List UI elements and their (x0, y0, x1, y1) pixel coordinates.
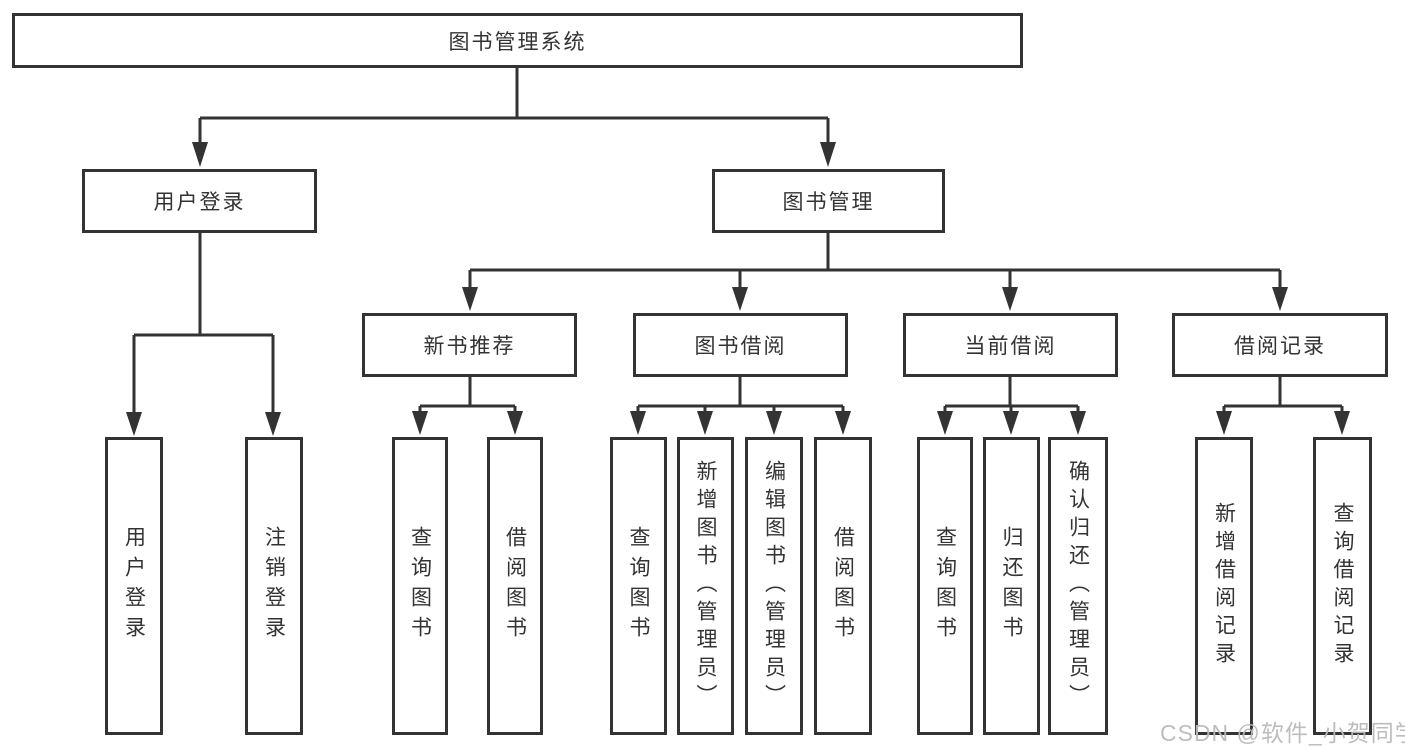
node-label: 当前借阅 (964, 335, 1057, 358)
node-label: 查询图书 (933, 526, 957, 646)
node-query-books-current: 查询图书 (917, 437, 973, 735)
csdn-watermark: CSDN @软件_小贺同学 (1160, 720, 1405, 746)
node-label: 用户登录 (122, 526, 146, 646)
node-label: 新增借阅记录 (1212, 502, 1236, 670)
node-borrow-books-recommend: 借阅图书 (487, 437, 543, 735)
node-label: 借阅图书 (503, 526, 527, 646)
node-add-borrow-record: 新增借阅记录 (1195, 437, 1253, 735)
node-return-books: 归还图书 (983, 437, 1040, 735)
node-edit-book-admin: 编辑图书（管理员） (745, 437, 803, 735)
node-borrow-books-borrowing: 借阅图书 (814, 437, 872, 735)
node-query-books-recommend: 查询图书 (392, 437, 448, 735)
node-label: 借阅图书 (831, 526, 855, 646)
node-label: 注销登录 (262, 526, 286, 646)
node-label: 借阅记录 (1234, 335, 1326, 358)
node-label: 图书借阅 (694, 335, 787, 358)
node-label: 用户登录 (153, 191, 246, 214)
node-book-borrowing: 图书借阅 (633, 313, 848, 377)
node-label: 图书管理系统 (448, 30, 587, 54)
node-current-borrowing: 当前借阅 (903, 313, 1118, 377)
node-label: 查询图书 (408, 526, 432, 646)
node-label: 查询图书 (627, 526, 650, 646)
node-label: 归还图书 (1000, 526, 1023, 646)
node-label: 新书推荐 (423, 335, 516, 358)
node-query-borrow-record: 查询借阅记录 (1313, 437, 1372, 735)
node-label: 编辑图书（管理员） (762, 460, 786, 712)
node-label: 新增图书（管理员） (694, 460, 717, 712)
node-user-login-leaf: 用户登录 (105, 437, 163, 735)
node-library-management-system: 图书管理系统 (12, 13, 1023, 68)
arrowheads (126, 142, 1350, 436)
node-user-login: 用户登录 (82, 169, 317, 233)
node-logout-leaf: 注销登录 (245, 437, 303, 735)
node-confirm-return-admin: 确认归还（管理员） (1048, 437, 1108, 735)
node-label: 查询借阅记录 (1331, 502, 1354, 670)
node-borrowing-records: 借阅记录 (1172, 313, 1388, 377)
node-query-books-borrowing: 查询图书 (610, 437, 667, 735)
node-new-book-recommendation: 新书推荐 (362, 313, 577, 377)
node-book-management: 图书管理 (712, 169, 945, 233)
node-label: 确认归还（管理员） (1066, 460, 1090, 712)
node-add-book-admin: 新增图书（管理员） (677, 437, 734, 735)
node-label: 图书管理 (782, 191, 875, 214)
